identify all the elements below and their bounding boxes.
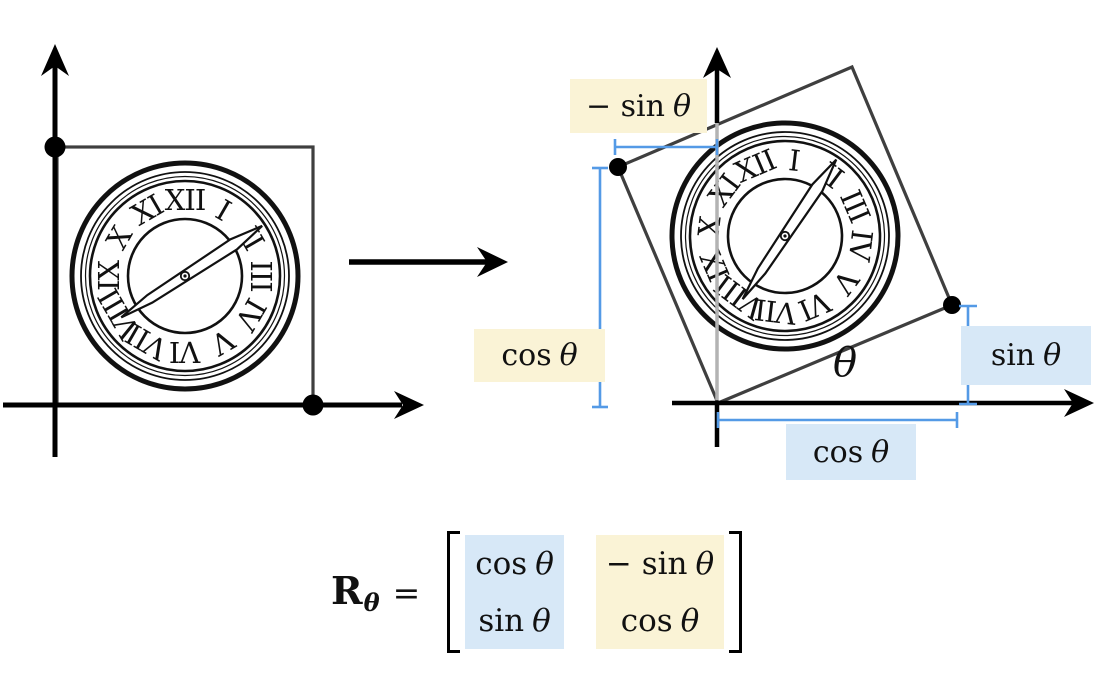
clock-numeral: I xyxy=(787,143,801,178)
transformation-arrow xyxy=(349,247,508,277)
clock-illustration: XII I II III IV V VI VII VIII IX X XI xyxy=(69,160,301,392)
point-1-0 xyxy=(302,394,324,416)
clock-numeral: VI xyxy=(170,335,201,369)
clock-numeral: IX xyxy=(92,260,126,291)
clock-inner-circle xyxy=(126,217,244,335)
right-x-axis-arrowhead xyxy=(1064,389,1094,417)
clock-numeral: VII xyxy=(754,292,800,331)
clock-numeral: IV xyxy=(227,292,273,337)
cos-bottom-measure xyxy=(716,412,959,428)
left-diagram: XII I II III IV V VI VII VIII IX X XI xyxy=(3,44,424,457)
clock-numerals: XII I II III IV V VI VII VIII IX X XI xyxy=(691,143,880,331)
clock-dial-ring xyxy=(88,179,282,373)
matrix-left-bracket xyxy=(447,531,461,653)
clock-center xyxy=(179,270,191,282)
clock-numeral: X xyxy=(691,214,727,239)
clock-rim xyxy=(69,160,301,392)
rotated-point-0-1 xyxy=(609,158,627,176)
clock-numeral: I xyxy=(210,193,236,228)
rotated-square xyxy=(615,64,955,406)
matrix-name: Rθ xyxy=(331,567,380,617)
transformation-arrowhead xyxy=(477,247,508,277)
clock-dial-ring xyxy=(688,139,882,333)
clock-numeral: XII xyxy=(165,183,206,217)
clock-center xyxy=(779,230,791,242)
clock-numeral: XI xyxy=(125,188,168,232)
left-y-axis-arrowhead xyxy=(41,44,69,76)
clock-hand xyxy=(120,224,263,319)
matrix-right-bracket xyxy=(729,531,743,653)
clock-numeral: IV xyxy=(842,228,880,264)
left-x-axis-arrowhead xyxy=(394,391,424,419)
right-y-axis-arrowhead xyxy=(703,47,731,78)
rotated-clock-illustration: XII I II III IV V VI VII VIII IX X XI xyxy=(669,120,901,352)
clock-inner-circle xyxy=(726,177,844,295)
theta-angle-label: θ xyxy=(833,340,858,386)
clock-numeral: III xyxy=(244,260,278,291)
rotated-point-1-0 xyxy=(943,296,961,314)
right-diagram: XII I II III IV V VI VII VIII IX X XI xyxy=(592,47,1094,447)
clock-hand xyxy=(741,158,838,300)
neg-sin-measure xyxy=(613,139,719,155)
equals-sign: = xyxy=(392,572,421,612)
clock-rim xyxy=(669,120,901,352)
point-0-1 xyxy=(44,136,66,158)
